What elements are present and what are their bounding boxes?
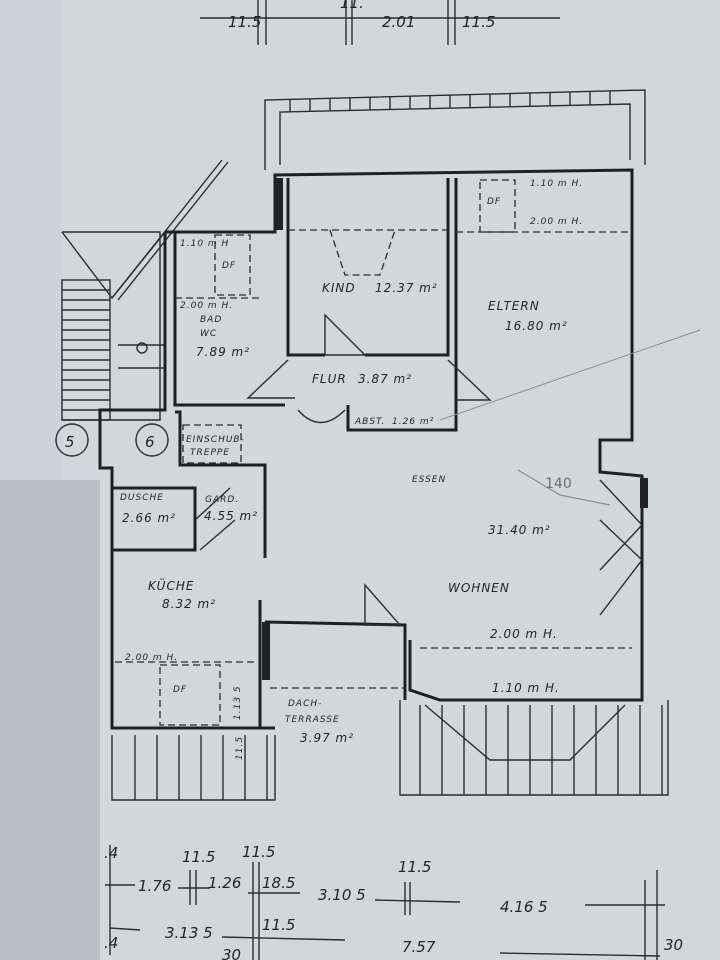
dim-label: 1.76 — [138, 877, 171, 895]
room-name: DUSCHE — [120, 493, 164, 503]
dim-label: 7.57 — [402, 938, 436, 956]
top-balcony — [264, 89, 646, 170]
room-einschubtreppe: EINSCHUB- TREPPE — [182, 424, 245, 464]
room-dusche: DUSCHE 2.66 m² — [120, 493, 176, 525]
height-label: 2.00 m H. — [180, 301, 233, 311]
dim-label: 3.10 5 — [318, 886, 366, 904]
room-flur: FLUR 3.87 m² — [312, 372, 412, 386]
dim-label: 11.5 — [182, 848, 215, 866]
slope-lines — [115, 179, 632, 726]
marker-label: 6 — [145, 433, 155, 451]
room-abst: ABST. 1.26 m² — [354, 417, 434, 427]
height-label: 2.00 m H. — [490, 627, 558, 641]
height-label: 2.00 m H. — [530, 217, 583, 227]
height-label: 1.10 m H. — [530, 179, 583, 189]
room-essen-wohnen: ESSEN 31.40 m² WOHNEN 2.00 m H. 1.10 m H… — [412, 475, 560, 695]
df-label: DF — [173, 685, 187, 695]
height-label: 1.10 m H. — [492, 681, 560, 695]
pencil-annotation: 140 — [439, 329, 701, 506]
dim-label: .4 — [104, 844, 118, 862]
room-bad: 1.10 m H DF 2.00 m H. BAD WC 7.89 m² — [180, 239, 250, 359]
dim-label: 18.5 — [262, 874, 295, 892]
main-sheet — [62, 0, 720, 960]
bottom-balcony — [111, 700, 669, 801]
room-area: 1.26 m² — [392, 417, 434, 427]
room-name: ELTERN — [488, 299, 540, 313]
room-area: 12.37 m² — [375, 281, 438, 295]
dim-label: 11.5 — [235, 736, 245, 760]
df-label: DF — [222, 261, 236, 271]
room-area: 16.80 m² — [505, 319, 568, 333]
room-name: GARD. — [205, 495, 239, 505]
room-name: BAD — [200, 315, 222, 325]
room-dachterrasse: DACH- TERRASSE 3.97 m² — [285, 699, 354, 745]
dim-label: 11.5 — [462, 13, 495, 31]
pencil-note: 140 — [545, 476, 572, 492]
room-eltern: 1.10 m H. DF 2.00 m H. ELTERN 16.80 m² — [487, 179, 583, 333]
room-name: KIND — [322, 281, 356, 295]
top-dimension: 11.5 11. 2.01 11.5 — [200, 0, 560, 45]
room-area: 31.40 m² — [488, 523, 551, 537]
height-label: 1.10 m H — [180, 239, 229, 249]
marker-6: 6 — [135, 423, 169, 457]
marker-5: 5 — [55, 423, 89, 457]
dim-label: 1.13 5 — [233, 685, 243, 720]
room-name: DACH- — [288, 699, 322, 709]
room-gard: GARD. 4.55 m² — [204, 495, 258, 523]
df-label: DF — [487, 197, 501, 207]
room-name: ABST. — [354, 417, 385, 427]
dim-label: 2.01 — [382, 13, 415, 31]
room-name: ESSEN — [412, 475, 446, 485]
room-name: TREPPE — [190, 448, 230, 458]
background-sheet — [0, 480, 100, 960]
room-area: 4.55 m² — [204, 509, 258, 523]
dim-label: 11.5 — [242, 843, 275, 861]
height-label: 2.00 m H. — [125, 653, 178, 663]
room-area: 7.89 m² — [196, 345, 250, 359]
room-kind: KIND 12.37 m² — [322, 281, 438, 295]
dim-label: 30 — [664, 936, 683, 954]
dim-label: 3.13 5 — [165, 924, 213, 942]
room-area: 3.97 m² — [300, 731, 354, 745]
room-name: WC — [200, 329, 217, 339]
dim-label: 30 — [222, 946, 241, 960]
marker-label: 5 — [65, 433, 75, 451]
room-kueche: KÜCHE 8.32 m² 2.00 m H. DF 1.13 5 11.5 — [125, 577, 245, 760]
dim-label: .4 — [104, 934, 118, 952]
room-name: KÜCHE — [148, 577, 194, 593]
walls — [98, 168, 648, 730]
dim-label: 11.5 — [398, 858, 431, 876]
room-area: 2.66 m² — [122, 511, 176, 525]
room-area: 3.87 m² — [358, 372, 412, 386]
room-name: WOHNEN — [448, 581, 510, 595]
dim-label: 1.26 — [208, 874, 241, 892]
room-area: 8.32 m² — [162, 597, 216, 611]
dim-label: 11.5 — [228, 13, 261, 31]
room-name: TERRASSE — [285, 715, 340, 725]
bottom-dimensions: .4 .4 1.76 11.5 1.26 11.5 18.5 3.10 5 11… — [104, 843, 683, 960]
dim-label: 11.5 — [262, 916, 295, 934]
dim-label: 11. — [340, 0, 364, 12]
dim-label: 4.16 5 — [500, 898, 548, 916]
left-sheet — [0, 0, 62, 480]
doors — [194, 313, 643, 626]
room-name: EINSCHUB- — [186, 435, 245, 445]
room-name: FLUR — [312, 372, 347, 386]
